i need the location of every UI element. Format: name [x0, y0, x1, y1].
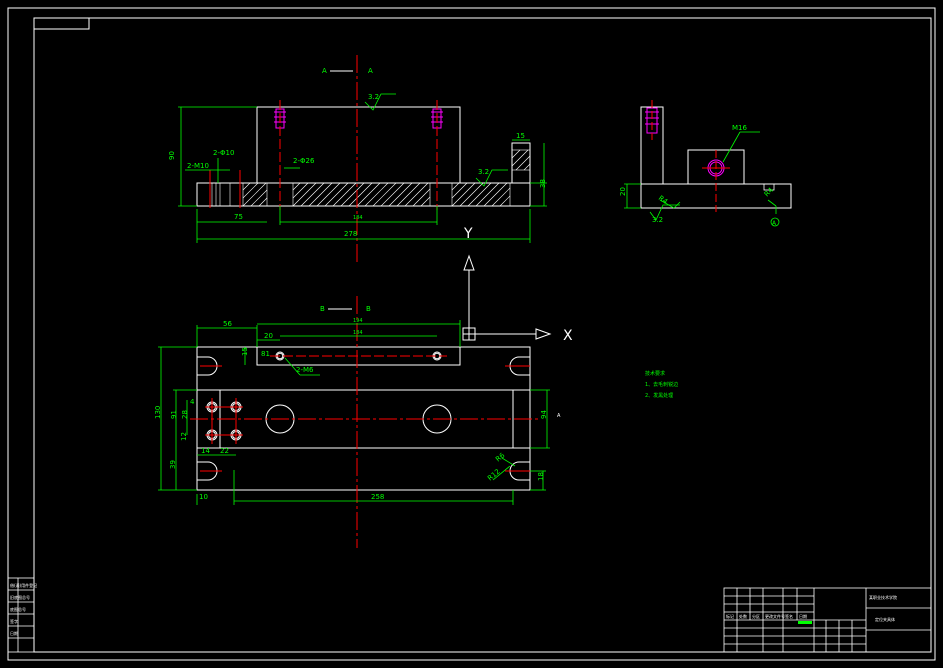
thread-holes-top [274, 108, 443, 129]
notes-line2: 2、发黑处理 [645, 392, 673, 399]
rough-32a: 3.2 [368, 93, 379, 101]
dim-2m10: 2-M10 [187, 162, 209, 170]
left-block-2: 底图总号 [10, 606, 26, 612]
top-dim-4: 4 [190, 398, 195, 406]
tb-row-4: 签名 [785, 613, 793, 619]
tb-row-3: 更改文件号 [765, 613, 785, 619]
left-block-4: 日期 [10, 630, 18, 636]
technical-notes: 技术要求 1、去毛刺锐边 2、发黑处理 [645, 370, 678, 399]
top-dim-56: 56 [223, 320, 232, 328]
tb-row-2: 分区 [752, 613, 760, 619]
top-dim-18: 18 [537, 472, 545, 481]
top-dim-12: 12 [180, 432, 188, 441]
inner-border [33, 17, 932, 653]
top-dim-258: 258 [371, 493, 384, 501]
section-b-right: B [366, 305, 371, 313]
top-dim-10: 10 [199, 493, 208, 501]
left-side-block [7, 577, 35, 653]
axis-x-label: X [563, 328, 573, 344]
centerlines-top [190, 296, 540, 548]
title-block [723, 587, 932, 653]
tb-row-1: 处数 [739, 613, 747, 619]
top-dim-15: 15 [241, 347, 249, 356]
dimension-lines-top [158, 320, 550, 505]
rough-32b: 3.2 [478, 168, 489, 176]
front-section-view: A A [168, 55, 547, 262]
notes-title: 技术要求 [645, 370, 665, 377]
upper-block [256, 106, 461, 184]
top-dim-2m6: 2-M6 [296, 366, 314, 374]
axis-y-label: Y [463, 226, 473, 242]
side-datum-a: A [772, 220, 777, 227]
tb-part-name: 定位夹具体 [875, 616, 895, 622]
side-view: M16 20 R4 R4 3.2 A [619, 100, 792, 227]
top-view: B B [154, 296, 561, 548]
top-dim-39: 39 [169, 460, 177, 469]
tb-row-5: 日期 [799, 613, 807, 619]
section-b-left: B [320, 305, 325, 313]
dim-2phi26: 2-Φ26 [293, 157, 315, 165]
top-dim-r12: R12 [486, 468, 502, 483]
top-dim-r6: R6 [494, 451, 507, 463]
tb-row-0: 标记 [726, 613, 734, 619]
centerlines-front [209, 55, 438, 262]
section-a-left: A [322, 67, 327, 75]
top-dim-20: 20 [264, 332, 273, 340]
top-dim-91: 91 [170, 410, 178, 419]
left-block-3: 签字 [10, 618, 18, 624]
side-dim-20: 20 [619, 187, 627, 196]
dim-278: 278 [344, 230, 357, 238]
ucs-icon [462, 254, 552, 341]
outer-border [7, 7, 936, 661]
top-dim-184: 184 [353, 330, 363, 336]
top-dim-81: 81 [261, 350, 270, 358]
top-dim-22: 22 [220, 447, 229, 455]
section-a-right: A [368, 67, 373, 75]
dim-184: 184 [353, 215, 363, 221]
top-dim-130: 130 [154, 406, 162, 419]
side-dim-r4b: R4 [763, 186, 776, 199]
top-dim-28: 28 [181, 410, 189, 419]
dim-15: 15 [516, 132, 525, 140]
dim-90: 90 [168, 151, 176, 160]
u-slots [197, 351, 530, 481]
side-dim-m16: M16 [732, 124, 747, 132]
drawing-number-box [33, 17, 90, 30]
left-block-1: 旧底图总号 [10, 594, 30, 600]
top-dim-194: 194 [353, 318, 363, 324]
dimension-lines-front [178, 93, 547, 243]
left-block-0: 借(通)用件登记 [10, 582, 37, 588]
section-hatching [211, 149, 531, 207]
top-dim-94: 94 [540, 410, 548, 419]
title-block-marker [798, 621, 812, 624]
dim-75: 75 [234, 213, 243, 221]
notes-line1: 1、去毛刺锐边 [645, 381, 678, 388]
top-datum-note: A [557, 413, 561, 419]
dim-38: 38 [539, 179, 547, 188]
side-rough-32: 3.2 [652, 216, 663, 224]
top-dim-14: 14 [201, 447, 210, 455]
tb-school: 某职业技术学院 [869, 594, 897, 600]
dim-2phi10: 2-Φ10 [213, 149, 234, 157]
